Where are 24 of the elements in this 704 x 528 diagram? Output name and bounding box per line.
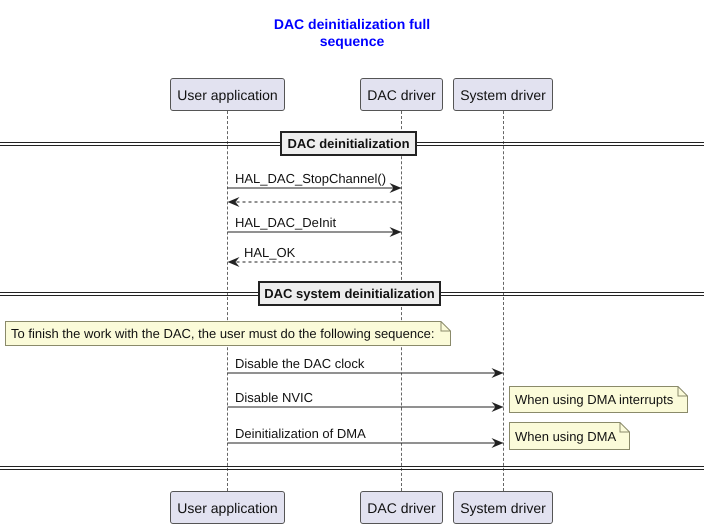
participant-box: User application — [170, 78, 285, 111]
participant-box: User application — [170, 491, 285, 524]
edge-label: Disable NVIC — [235, 390, 314, 405]
message-arrow — [227, 438, 504, 448]
participant-box: DAC driver — [360, 491, 443, 524]
message-arrow — [227, 197, 402, 207]
participant-box: System driver — [453, 78, 553, 111]
message-arrow — [227, 183, 402, 193]
edge-label: Deinitialization of DMA — [235, 426, 366, 441]
message-arrow — [227, 368, 504, 378]
edge-label: HAL_DAC_DeInit — [235, 215, 336, 230]
note: When using DMA interrupts — [509, 386, 688, 413]
message-arrow — [227, 257, 402, 267]
message-arrow — [227, 227, 402, 237]
edge-label: Disable the DAC clock — [235, 356, 364, 371]
participant-box: System driver — [453, 491, 553, 524]
edge-label: HAL_OK — [244, 245, 296, 260]
edge-label: HAL_DAC_StopChannel() — [235, 171, 386, 186]
message-arrow — [227, 402, 504, 412]
diagram-title: DAC deinitialization full sequence — [272, 16, 432, 50]
lifeline — [503, 111, 504, 491]
participant-box: DAC driver — [360, 78, 443, 111]
note: When using DMA — [509, 422, 630, 450]
note: To finish the work with the DAC, the user must do the following sequence: — [5, 321, 451, 346]
